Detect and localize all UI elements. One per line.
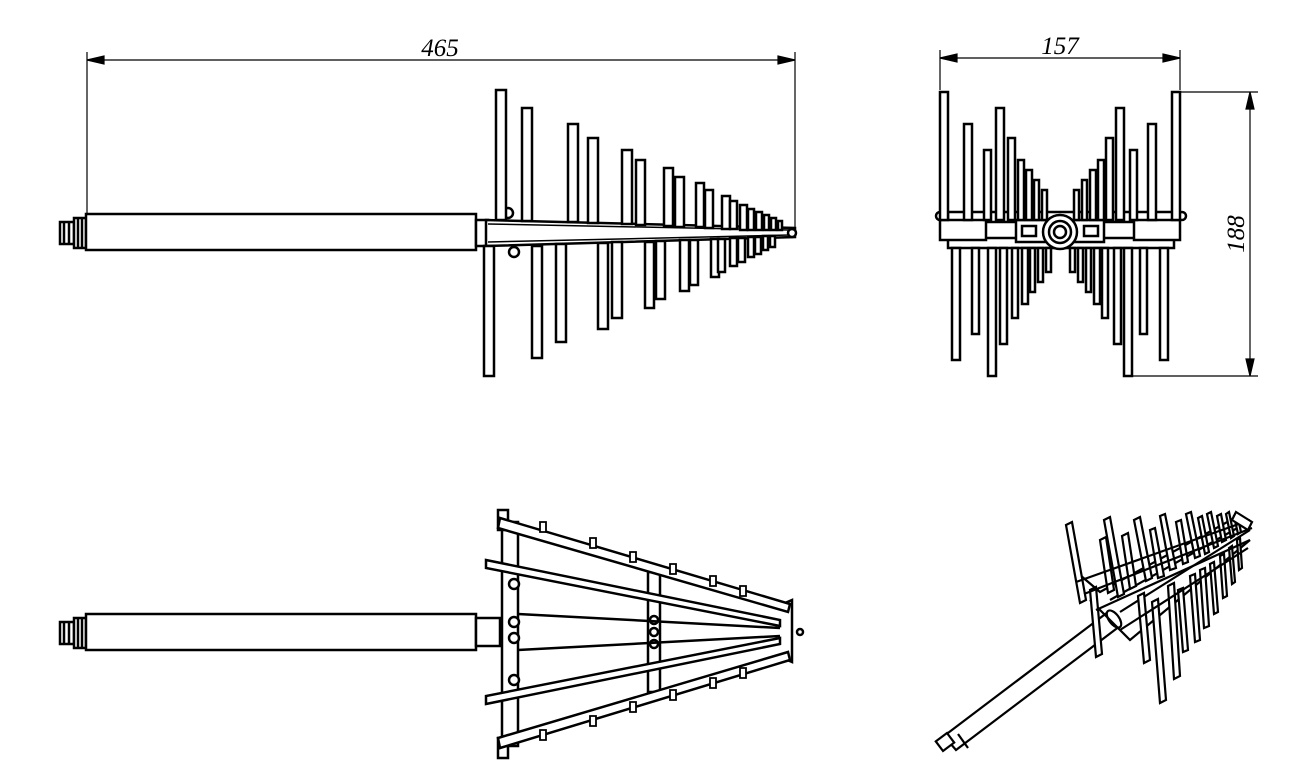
converging-rails (486, 518, 790, 748)
iso-lower-elements (1090, 538, 1242, 703)
rail-element-stubs (540, 522, 746, 740)
dimension-width-label: 157 (1041, 33, 1080, 60)
dimension-length (87, 52, 795, 232)
lower-dipole-elements (484, 236, 775, 376)
isometric-view (936, 512, 1252, 751)
dimension-length-label: 465 (421, 35, 459, 62)
mast-tube-top (86, 614, 476, 650)
connector (60, 218, 86, 248)
upper-dipole-elements (496, 90, 782, 230)
connector-top (60, 618, 86, 648)
dimension-height-label: 188 (1223, 215, 1250, 253)
front-view: 157 188 (936, 33, 1258, 376)
front-upper-elements (940, 92, 1180, 220)
side-view: 465 (60, 35, 796, 376)
dimension-height (1130, 92, 1258, 376)
mast-tube (86, 214, 476, 250)
mast-tube-iso (936, 608, 1124, 751)
top-view (60, 510, 803, 758)
dimension-width (940, 50, 1180, 90)
front-lower-elements (952, 248, 1168, 376)
